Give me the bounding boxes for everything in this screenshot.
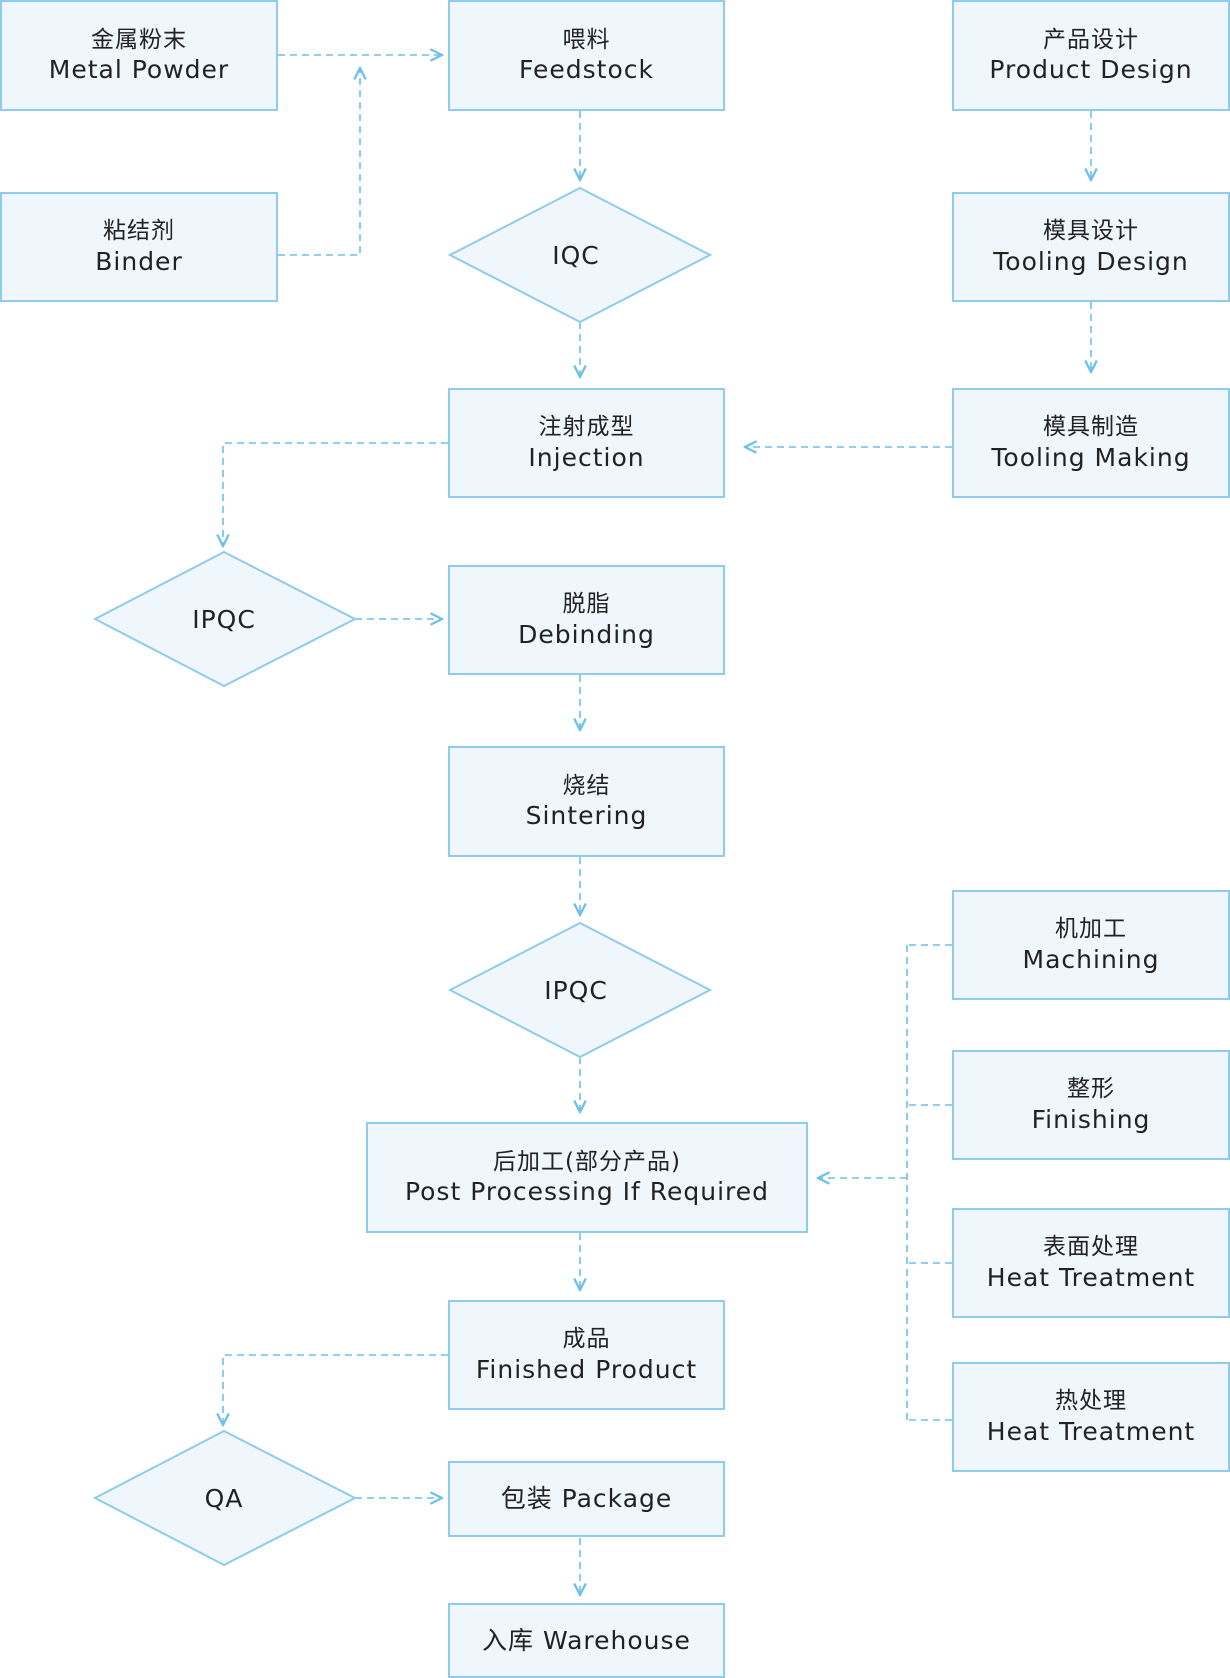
iqc-label: IQC [552, 241, 600, 270]
node-label-en: Injection [528, 442, 645, 472]
binder-node: 粘结剂 Binder [0, 192, 278, 302]
node-label-cn: 模具制造 [1043, 414, 1139, 440]
node-label-cn: 模具设计 [1043, 218, 1139, 244]
debinding-node: 脱脂 Debinding [448, 565, 725, 675]
node-label-en: Machining [1022, 944, 1160, 974]
feedstock-node: 喂料 Feedstock [448, 0, 725, 111]
node-label-en: Finishing [1031, 1104, 1151, 1134]
edge-binder-to-feedstock [278, 68, 360, 256]
node-label-cn: 整形 [1067, 1076, 1115, 1102]
ipqc-label: IPQC [544, 976, 608, 1005]
qa-diamond: QA [92, 1429, 358, 1567]
node-label-en: Tooling Making [991, 442, 1191, 472]
tooling-design-node: 模具设计 Tooling Design [952, 192, 1230, 302]
finishing-node: 整形 Finishing [952, 1050, 1230, 1160]
metal-powder-node: 金属粉末 Metal Powder [0, 0, 278, 111]
edge-injection-to-ipqc-1 [223, 442, 448, 546]
node-label-cn: 后加工(部分产品) [493, 1148, 681, 1175]
heat-treatment-node: 热处理 Heat Treatment [952, 1362, 1230, 1472]
tooling-making-node: 模具制造 Tooling Making [952, 388, 1230, 498]
node-label-en: Feedstock [519, 55, 654, 85]
machining-node: 机加工 Machining [952, 890, 1230, 1000]
node-label-cn: 注射成型 [538, 414, 635, 440]
node-label-en: Heat Treatment [986, 1262, 1196, 1292]
node-label-en: Post Processing If Required [404, 1177, 770, 1207]
node-label-cn: 表面处理 [1043, 1234, 1139, 1260]
node-label-en: Debinding [518, 619, 655, 649]
node-label-cn: 烧结 [562, 772, 611, 799]
injection-node: 注射成型 Injection [448, 388, 725, 498]
iqc-diamond: IQC [447, 186, 713, 324]
node-label: 包装 Package [500, 1484, 673, 1514]
sintering-node: 烧结 Sintering [448, 746, 725, 857]
node-label-en: Metal Powder [48, 55, 230, 85]
node-label-cn: 粘结剂 [103, 218, 175, 244]
ipqc-diamond-after-injection: IPQC [92, 550, 358, 688]
node-label-en: Heat Treatment [986, 1416, 1196, 1446]
node-label-cn: 机加工 [1055, 916, 1127, 942]
qa-label: QA [205, 1484, 244, 1513]
package-node: 包装 Package [448, 1461, 725, 1537]
node-label-en: Tooling Design [993, 246, 1189, 276]
node-label-en: Finished Product [475, 1354, 698, 1384]
ipqc-diamond-after-sintering: IPQC [447, 921, 713, 1059]
warehouse-node: 入库 Warehouse [448, 1603, 725, 1678]
edge-finished-product-to-qa [223, 1354, 448, 1425]
surface-treatment-node: 表面处理 Heat Treatment [952, 1208, 1230, 1318]
node-label-en: Sintering [525, 801, 648, 831]
node-label-cn: 热处理 [1055, 1388, 1127, 1414]
node-label: 入库 Warehouse [482, 1625, 691, 1655]
node-label-cn: 金属粉末 [91, 26, 187, 53]
node-label-cn: 产品设计 [1043, 26, 1139, 53]
node-label-cn: 脱脂 [562, 591, 611, 617]
node-label-en: Binder [95, 246, 183, 276]
finished-product-node: 成品 Finished Product [448, 1300, 725, 1410]
node-label-cn: 成品 [562, 1326, 611, 1352]
post-processing-node: 后加工(部分产品) Post Processing If Required [366, 1122, 808, 1233]
node-label-en: Product Design [989, 55, 1193, 85]
node-label-cn: 喂料 [562, 26, 611, 53]
ipqc-label: IPQC [192, 605, 256, 634]
product-design-node: 产品设计 Product Design [952, 0, 1230, 111]
